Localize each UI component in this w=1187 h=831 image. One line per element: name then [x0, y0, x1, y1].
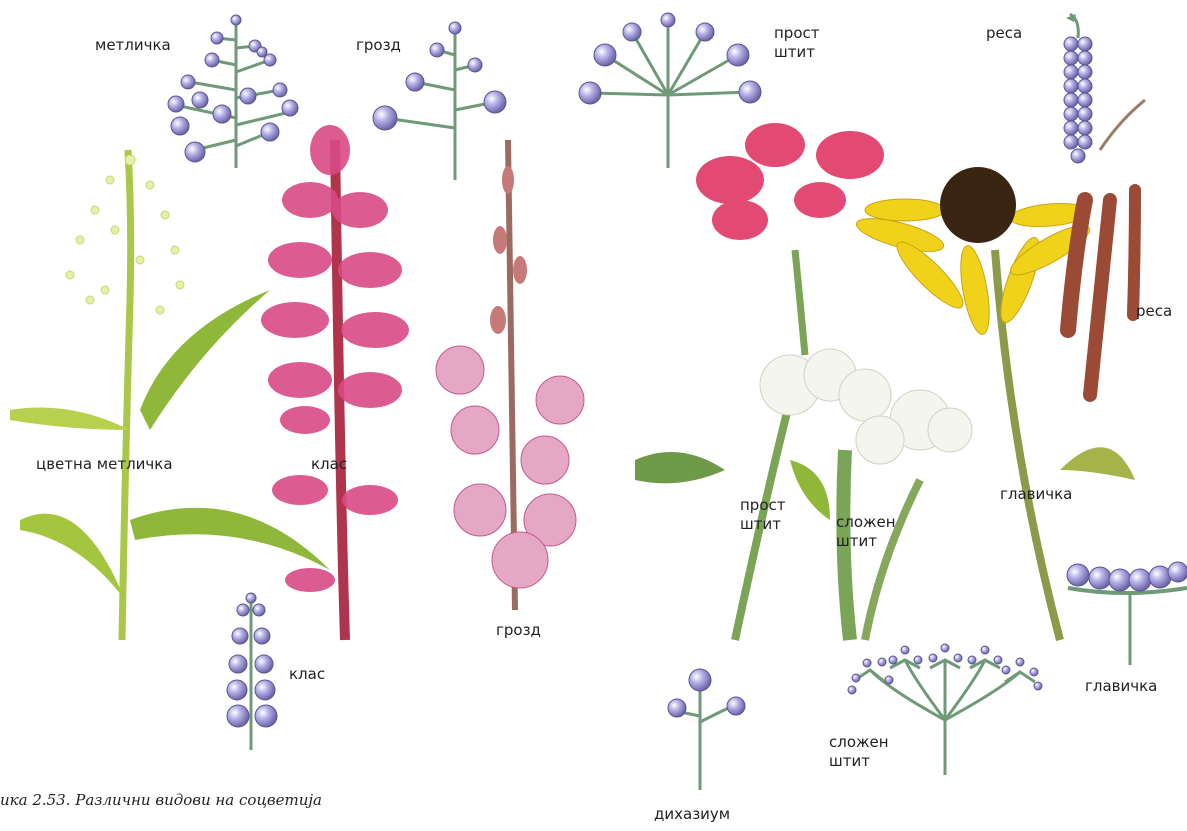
label-compound-umbel-mid: сложен штит — [836, 513, 896, 551]
label-head-mid: главичка — [1000, 485, 1072, 504]
label-compound-umbel-bottom: сложен штит — [829, 733, 889, 771]
label-raceme-top: грозд — [356, 36, 401, 55]
head-schematic — [1067, 562, 1187, 665]
label-catkin-right: реса — [1136, 302, 1172, 321]
figure-caption: ика 2.53. Различни видови на соцветија — [0, 791, 322, 809]
label-spike-mid: клас — [311, 455, 347, 474]
spike-schematic — [227, 593, 277, 750]
label-dichasium: дихазиум — [654, 805, 730, 824]
label-simple-umbel-mid: прост штит — [740, 496, 786, 534]
white-umbels — [635, 349, 972, 640]
label-catkin-top: реса — [986, 24, 1022, 43]
grass-plant — [10, 150, 330, 640]
orchid-spike — [261, 125, 409, 640]
geranium-umbel — [696, 123, 884, 355]
fireweed-raceme — [436, 140, 584, 610]
label-panicle-top: метличка — [95, 36, 171, 55]
label-spike-bottom: клас — [289, 665, 325, 684]
label-grass-panicle: цветна метличка — [36, 455, 173, 474]
label-raceme-bottom: грозд — [496, 621, 541, 640]
catkin-schematic — [1064, 14, 1092, 163]
label-simple-umbel-top: прост штит — [774, 24, 820, 62]
simple-umbel-schematic — [590, 20, 750, 168]
label-head-right: главичка — [1085, 677, 1157, 696]
dichasium-schematic — [668, 669, 745, 790]
